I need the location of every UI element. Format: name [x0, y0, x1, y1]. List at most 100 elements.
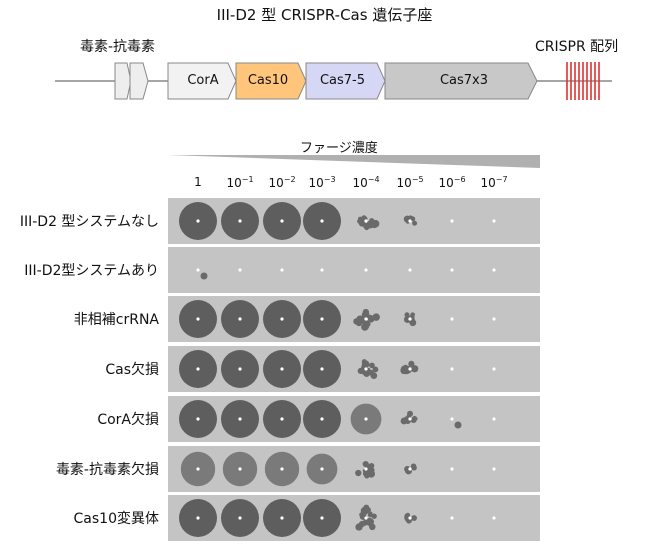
plaque — [411, 464, 417, 471]
spot-center — [492, 417, 496, 421]
spot-center — [196, 367, 200, 371]
spot-center — [320, 317, 324, 321]
gene-cora-arrow — [167, 62, 237, 100]
spot-center — [238, 268, 242, 272]
spot-center — [408, 317, 412, 321]
plaque — [355, 523, 363, 531]
row-label: Cas10変異体 — [73, 511, 159, 527]
dilution-label: 10−2 — [268, 175, 296, 190]
spot-center — [238, 467, 242, 471]
spot-center — [280, 317, 284, 321]
spot-center — [280, 417, 284, 421]
row-label: III-D2型システムあり — [24, 263, 159, 279]
spot-center — [492, 317, 496, 321]
spot-center — [196, 467, 200, 471]
spot-center — [408, 516, 412, 520]
spot-center — [408, 268, 412, 272]
plaque — [405, 512, 411, 518]
plaque — [368, 316, 375, 323]
row-label: III-D2 型システムなし — [19, 214, 159, 230]
spot-center — [364, 367, 368, 371]
spot-center — [492, 219, 496, 223]
gene-label-cas10: Cas10 — [247, 73, 289, 88]
dilution-label: 10−3 — [308, 175, 336, 190]
spot-center — [364, 219, 368, 223]
spot-center — [408, 467, 412, 471]
plaque — [369, 362, 375, 369]
concentration-gradient — [168, 155, 540, 168]
plaque — [410, 216, 416, 222]
crispr-array-label: CRISPR 配列 — [535, 39, 619, 55]
spot-center — [492, 367, 496, 371]
spot-center — [238, 516, 242, 520]
spot-center — [450, 516, 454, 520]
spot-center — [492, 268, 496, 272]
spot-center — [320, 417, 324, 421]
plaque — [353, 318, 360, 325]
row-label: 非相補crRNA — [73, 312, 159, 328]
dilution-label: 1 — [194, 175, 202, 189]
row-label: CorA欠損 — [97, 412, 159, 428]
dilution-label: 10−5 — [396, 175, 424, 190]
spot-center — [320, 467, 324, 471]
gradient-label: ファージ濃度 — [300, 141, 378, 156]
dilution-label: 10−6 — [438, 175, 466, 190]
spot-center — [364, 417, 368, 421]
plaque — [359, 512, 364, 517]
plaque — [372, 366, 379, 373]
plaque — [355, 469, 362, 477]
plaque — [404, 465, 411, 473]
spot-center — [450, 317, 454, 321]
plaque — [361, 359, 367, 365]
spot-center — [320, 516, 324, 520]
plaque-plates — [168, 198, 540, 541]
row-label: 毒素-抗毒素欠損 — [55, 462, 159, 478]
spot-center — [450, 219, 454, 223]
plaque — [357, 367, 364, 374]
spot-center — [238, 219, 242, 223]
spot-center — [450, 467, 454, 471]
spot-center — [196, 417, 200, 421]
dilution-label: 10−4 — [352, 175, 380, 190]
plaque — [371, 513, 377, 519]
plaque — [370, 372, 378, 379]
plaque — [410, 312, 415, 317]
plaque — [404, 312, 410, 318]
spot-center — [280, 367, 284, 371]
spot-center — [280, 219, 284, 223]
gene-label-cas7x3: Cas7x3 — [439, 73, 489, 88]
plaque — [369, 467, 375, 473]
spot-center — [238, 367, 242, 371]
row-label: Cas欠損 — [105, 362, 159, 378]
plaque — [412, 515, 417, 521]
spot-center — [364, 516, 368, 520]
spot-center — [450, 268, 454, 272]
spot-center — [280, 467, 284, 471]
spot-center — [280, 268, 284, 272]
spot-center — [196, 268, 200, 272]
gene-cas7-5-arrow — [305, 62, 386, 100]
toxin-antitoxin-label: 毒素-抗毒素 — [80, 39, 156, 55]
gene-cas10-arrow — [235, 62, 307, 100]
spot-center — [238, 417, 242, 421]
gene-label-cas7-5: Cas7-5 — [319, 73, 366, 88]
spot-center — [196, 219, 200, 223]
spot-center — [320, 219, 324, 223]
figure-title: III-D2 型 CRISPR-Cas 遺伝子座 — [216, 6, 433, 24]
spot-center — [196, 317, 200, 321]
spot-center — [492, 467, 496, 471]
plaque — [367, 512, 373, 518]
spot-center — [196, 516, 200, 520]
plaque — [408, 360, 415, 367]
plaque — [454, 421, 462, 429]
plaque — [359, 217, 364, 223]
spot-center — [492, 516, 496, 520]
plaque — [369, 218, 375, 223]
spot-center — [408, 219, 412, 223]
spot-center — [238, 317, 242, 321]
spot-center — [364, 467, 368, 471]
ta-gene-2 — [129, 62, 149, 100]
spot-center — [364, 317, 368, 321]
dilution-label: 10−1 — [226, 175, 254, 190]
